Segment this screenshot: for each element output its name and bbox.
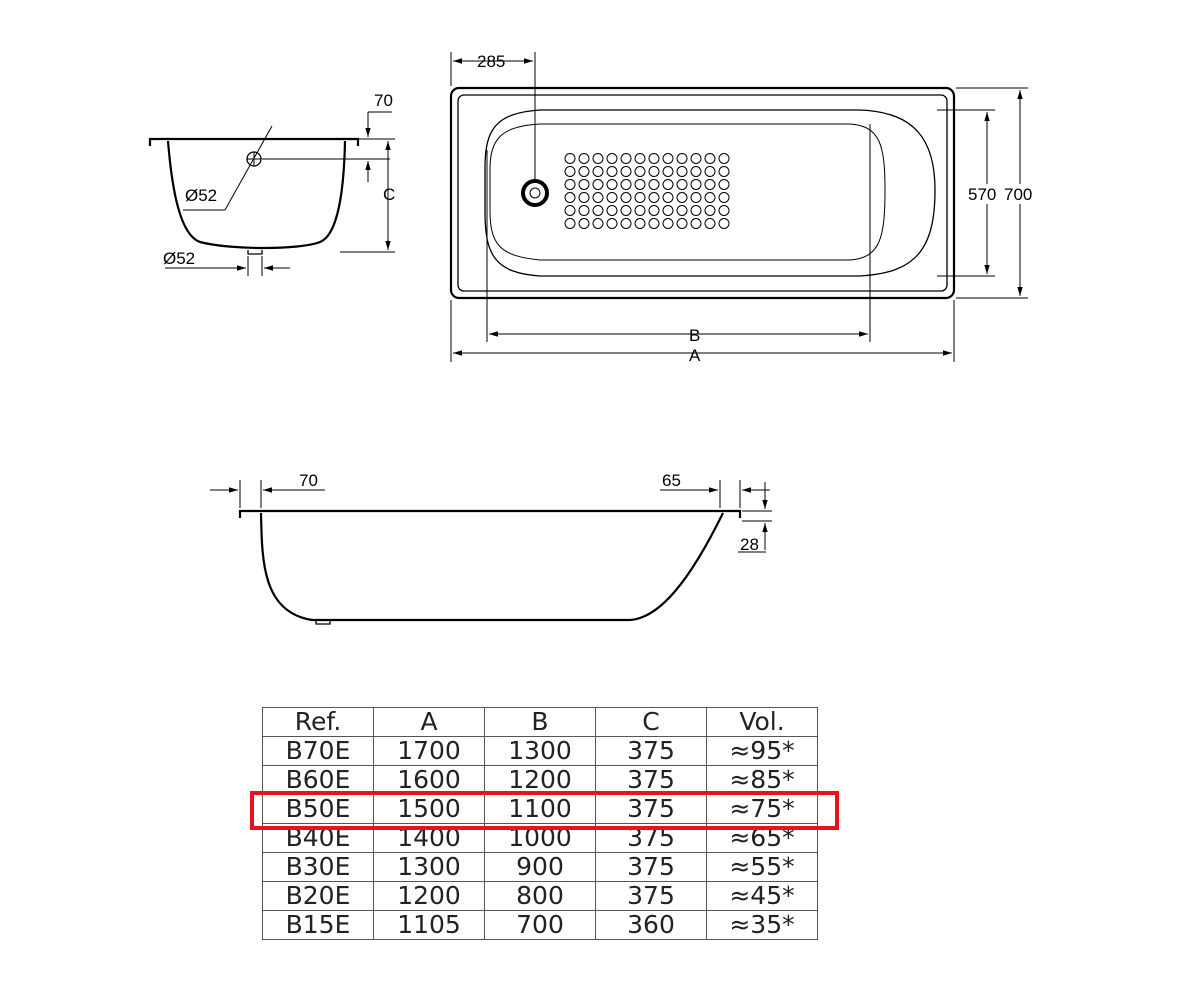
cell-a: 1700 bbox=[373, 736, 485, 766]
header-b: B bbox=[484, 707, 596, 737]
inner-length-label: B bbox=[689, 326, 700, 345]
cell-c: 360 bbox=[595, 910, 707, 940]
cell-ref: B30E bbox=[262, 852, 374, 882]
table-row-highlighted: B50E 1500 1100 375 ≈75* bbox=[262, 794, 818, 824]
cell-c: 375 bbox=[595, 852, 707, 882]
cell-a: 1200 bbox=[373, 881, 485, 911]
highlight-box bbox=[250, 791, 839, 830]
drain-icon bbox=[521, 179, 549, 207]
table-row: B60E 1600 1200 375 ≈85* bbox=[262, 765, 818, 795]
cell-b: 1100 bbox=[484, 794, 596, 824]
cell-c: 375 bbox=[595, 881, 707, 911]
outer-width-dimension: 700 bbox=[1004, 185, 1032, 204]
side-section-view: 70 65 28 bbox=[210, 471, 772, 625]
cell-c: 375 bbox=[595, 736, 707, 766]
anti-slip-pattern bbox=[563, 152, 731, 230]
table-header-row: Ref. A B C Vol. bbox=[262, 707, 818, 737]
dimensions-table: Ref. A B C Vol. B70E 1700 1300 375 ≈95* … bbox=[262, 707, 818, 940]
header-vol: Vol. bbox=[706, 707, 818, 737]
waste-diameter: Ø52 bbox=[163, 249, 195, 268]
table-row: B20E 1200 800 375 ≈45* bbox=[262, 881, 818, 911]
rim-height-dimension: 28 bbox=[740, 535, 759, 554]
cell-vol: ≈95* bbox=[706, 736, 818, 766]
drain-offset-dimension: 285 bbox=[477, 52, 505, 71]
lip-dimension: 70 bbox=[374, 91, 393, 110]
cell-ref: B20E bbox=[262, 881, 374, 911]
cell-ref: B15E bbox=[262, 910, 374, 940]
header-ref: Ref. bbox=[262, 707, 374, 737]
table-row: B70E 1700 1300 375 ≈95* bbox=[262, 736, 818, 766]
inner-width-dimension: 570 bbox=[968, 185, 996, 204]
table-row: B30E 1300 900 375 ≈55* bbox=[262, 852, 818, 882]
cell-a: 1600 bbox=[373, 765, 485, 795]
outer-length-label: A bbox=[689, 346, 701, 365]
depth-label: C bbox=[383, 185, 395, 204]
cell-c: 375 bbox=[595, 794, 707, 824]
end-section-view: 70 Ø52 Ø52 C bbox=[148, 91, 395, 276]
cell-b: 700 bbox=[484, 910, 596, 940]
cell-ref: B70E bbox=[262, 736, 374, 766]
cell-vol: ≈75* bbox=[706, 794, 818, 824]
cell-ref: B50E bbox=[262, 794, 374, 824]
overflow-diameter: Ø52 bbox=[185, 186, 217, 205]
plan-view: 285 570 700 B A bbox=[449, 52, 1032, 365]
cell-a: 1300 bbox=[373, 852, 485, 882]
cell-vol: ≈35* bbox=[706, 910, 818, 940]
cell-a: 1500 bbox=[373, 794, 485, 824]
cell-vol: ≈45* bbox=[706, 881, 818, 911]
table-row: B15E 1105 700 360 ≈35* bbox=[262, 910, 818, 940]
cell-b: 1300 bbox=[484, 736, 596, 766]
cell-b: 1200 bbox=[484, 765, 596, 795]
side-lip-left-dimension: 70 bbox=[299, 471, 318, 490]
cell-vol: ≈55* bbox=[706, 852, 818, 882]
side-lip-right-dimension: 65 bbox=[662, 471, 681, 490]
header-c: C bbox=[595, 707, 707, 737]
cell-a: 1105 bbox=[373, 910, 485, 940]
header-a: A bbox=[373, 707, 485, 737]
cell-b: 800 bbox=[484, 881, 596, 911]
cell-b: 900 bbox=[484, 852, 596, 882]
cell-vol: ≈85* bbox=[706, 765, 818, 795]
